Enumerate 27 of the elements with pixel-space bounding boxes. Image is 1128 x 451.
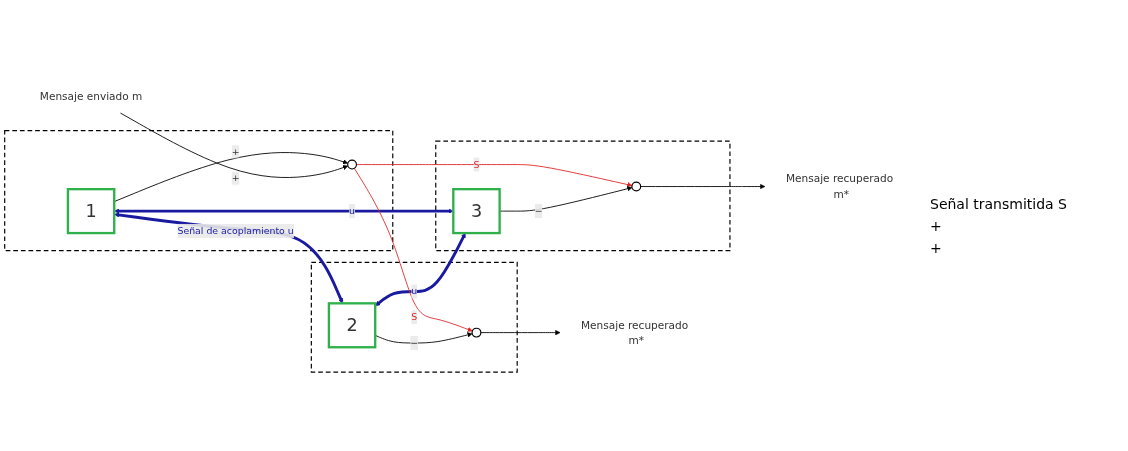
node-box bbox=[66, 187, 116, 234]
cluster bbox=[310, 261, 518, 373]
signal-label: + bbox=[930, 239, 943, 256]
edge-label: u bbox=[349, 204, 356, 216]
cluster bbox=[435, 140, 731, 251]
edge-label: + bbox=[231, 145, 240, 157]
arrow bbox=[114, 208, 454, 214]
node-text: Mensaje recuperado m* bbox=[785, 172, 894, 201]
block-diagram: Señal de acoplamiento u u u + + S S − − 1 2 3 Mensaje enviado m Mensaje recuperado m* Mensaje recuperado m* bbox=[0, 74, 922, 377]
cluster bbox=[4, 129, 394, 251]
edge-label: Señal de acoplamiento u bbox=[177, 224, 294, 236]
edge-label: + bbox=[231, 172, 240, 184]
node-text: Mensaje enviado m bbox=[39, 89, 143, 103]
arrow bbox=[375, 232, 466, 306]
node-box bbox=[452, 187, 501, 234]
edge-label: u bbox=[411, 285, 418, 297]
node-circle bbox=[347, 159, 358, 170]
edge-label: − bbox=[410, 336, 419, 348]
node-text: Mensaje recuperado m* bbox=[581, 318, 689, 347]
node-circle bbox=[631, 181, 642, 192]
edge-label: S bbox=[473, 158, 480, 170]
signal-label: Señal transmitida S bbox=[930, 195, 1068, 212]
signal-label: + bbox=[930, 217, 943, 234]
node-box bbox=[327, 301, 377, 348]
edge-label: − bbox=[534, 204, 543, 216]
node-circle bbox=[471, 327, 482, 338]
edge-label: S bbox=[411, 310, 418, 323]
